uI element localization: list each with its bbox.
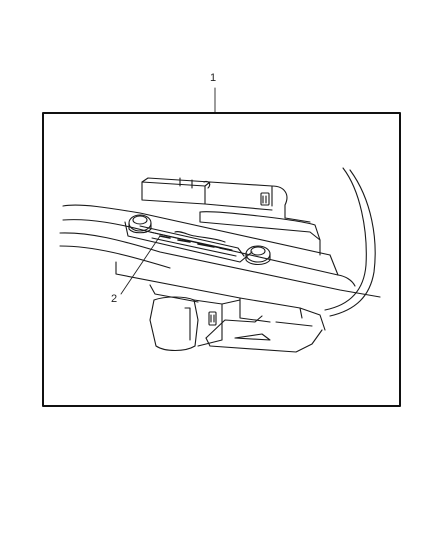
mounting-plate [124,221,253,263]
bolt-right [245,245,271,266]
bolt-left [128,214,152,234]
callout-1-label: 1 [210,72,217,84]
hitch-receiver [115,261,326,353]
crossbar-tube [59,204,381,298]
vehicle-body-curve [324,167,367,311]
upper-bracket [141,177,321,256]
receiver-tube [149,296,241,352]
vehicle-body-curve-inner [329,169,376,317]
diagram-frame [42,112,401,407]
callout-2-label: 2 [111,293,118,305]
leader-line-2 [120,235,161,295]
